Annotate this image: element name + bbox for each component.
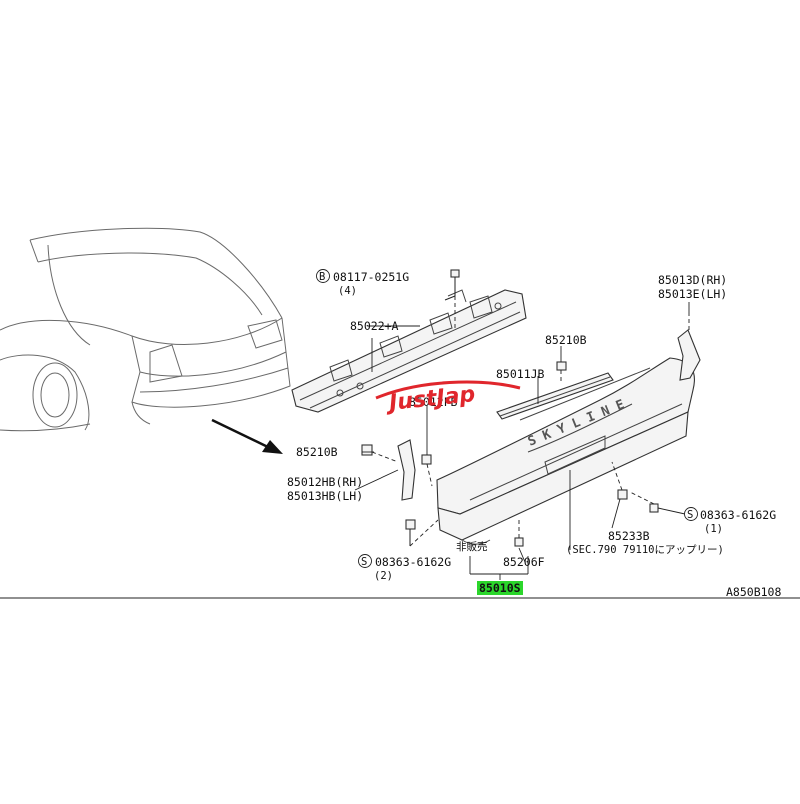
label-side-rh: 85013D(RH) [658, 273, 727, 287]
retainer-top-part [556, 361, 567, 371]
label-bolt-b: 08117-0251G [333, 270, 409, 284]
label-section-ref: (SEC.790 79110にアップリー) [566, 544, 724, 556]
label-not-for-sale: 非販売 [456, 540, 488, 553]
svg-text:S: S [687, 509, 693, 521]
label-bracket-rh: 85012HB(RH) [287, 475, 363, 489]
rear-bumper-fascia: SKYLINE [436, 357, 695, 545]
molding-strip [496, 372, 614, 420]
label-bolt-right-qty: (1) [704, 523, 723, 535]
symbol-b: B [316, 269, 330, 283]
svg-text:B: B [319, 271, 325, 283]
symbol-s-right: S [684, 507, 698, 521]
label-bolt-left-qty: (2) [374, 570, 393, 582]
assembly-number-highlight[interactable]: 85010S [477, 581, 523, 595]
car-rear-illustration [0, 227, 291, 432]
symbol-s-left: S [358, 554, 372, 568]
direction-arrow [211, 418, 283, 454]
label-molding: 85011JB [496, 367, 545, 381]
label-retainer-top: 85210B [545, 333, 587, 347]
label-side-lh: 85013E(LH) [658, 287, 727, 301]
side-bracket [677, 329, 701, 381]
label-bolt-b-qty: (4) [338, 285, 357, 297]
label-bracket-lh: 85013HB(LH) [287, 489, 363, 503]
label-clip-right: 85233B [608, 529, 650, 543]
label-clip-bottom: 85206F [503, 555, 545, 569]
leader-lines [354, 302, 690, 580]
label-bracket-clip: 85012FB [409, 395, 458, 409]
side-mount-bracket [361, 439, 416, 501]
label-bolt-right: 08363-6162G [700, 508, 776, 522]
label-bolt-left: 08363-6162G [375, 555, 451, 569]
label-retainer-left: 85210B [296, 445, 338, 459]
svg-text:S: S [361, 556, 367, 568]
label-reinforcement: 85022+A [350, 319, 399, 333]
reinforcement-bar [291, 289, 527, 413]
top-bolt [444, 269, 460, 301]
clip-part [421, 454, 432, 465]
leader-dashes [371, 296, 690, 547]
figure-code: A850B108 [726, 585, 781, 599]
highlight-box [477, 581, 523, 595]
label-assembly: 85010S [479, 581, 521, 595]
logo-wordmark: JustJap [384, 382, 476, 416]
